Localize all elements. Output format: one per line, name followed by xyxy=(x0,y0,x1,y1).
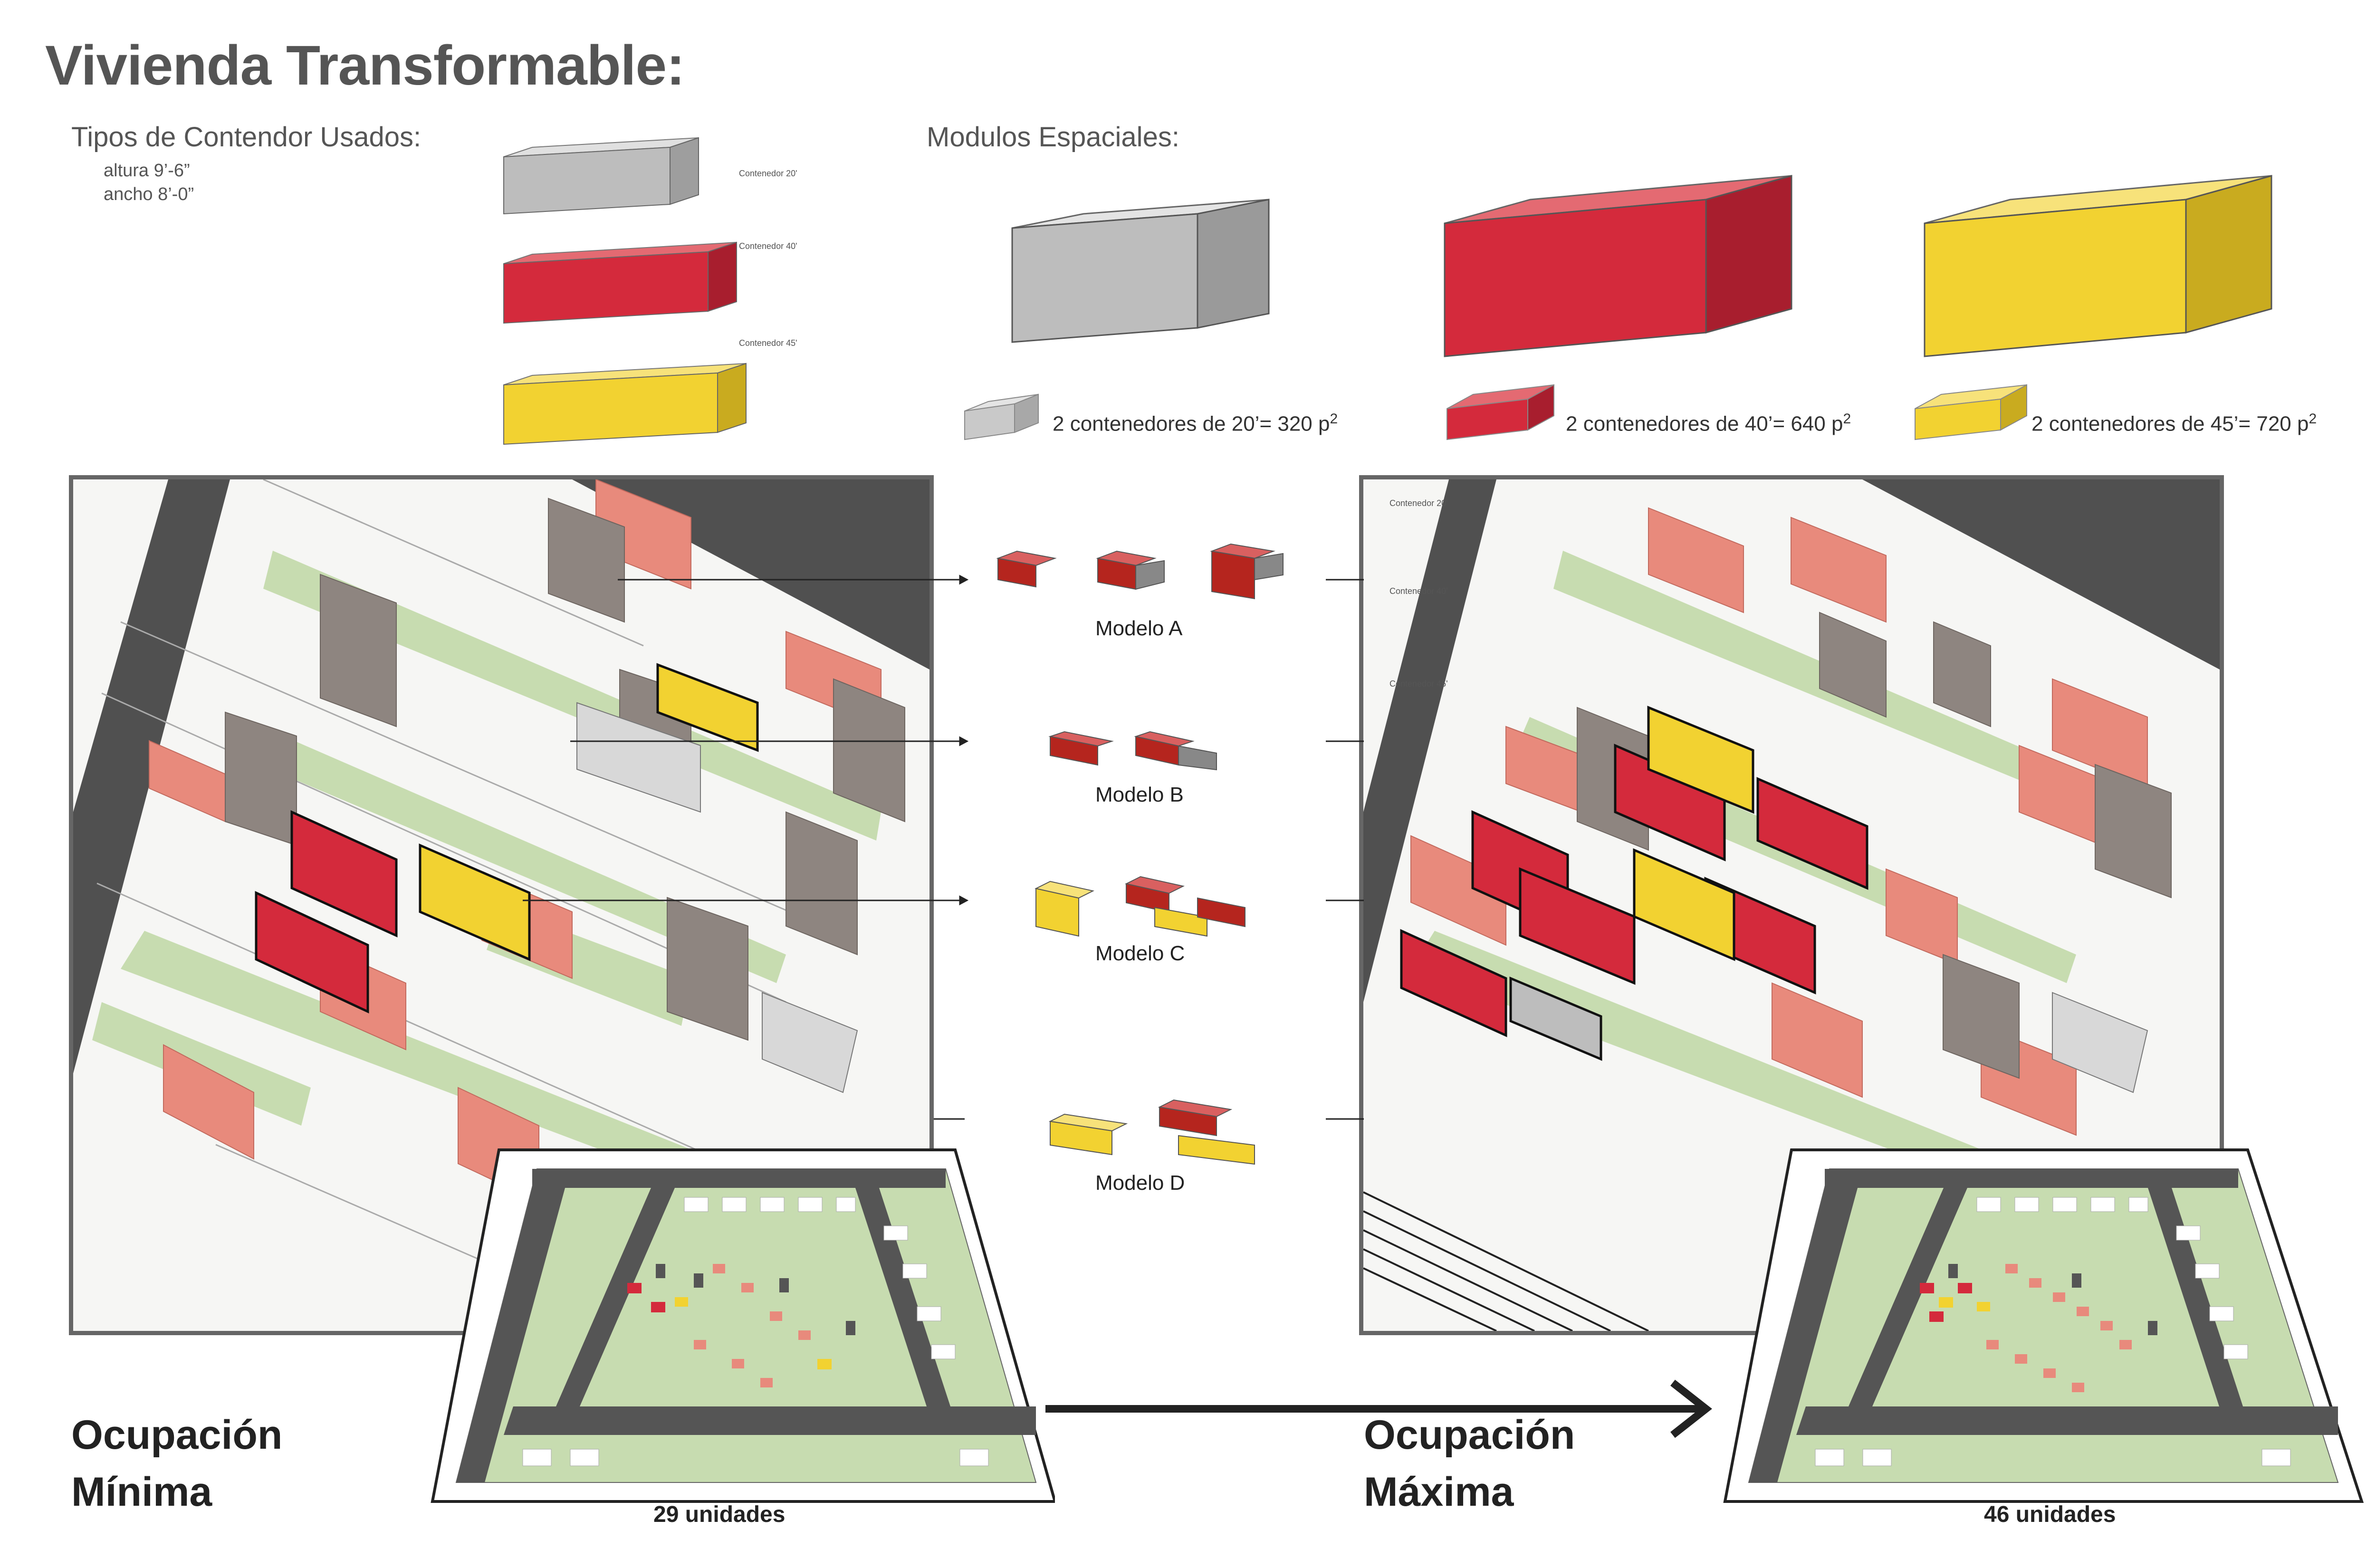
model-a-icon xyxy=(996,543,1284,600)
container-45-label: Contenedor 45' xyxy=(739,338,797,348)
container-20-label: Contenedor 20' xyxy=(739,169,797,178)
minimum-site-units xyxy=(627,1264,855,1387)
container-20-icon xyxy=(503,137,699,215)
modules-heading: Modulos Espaciales: xyxy=(927,122,1179,153)
model-b-icon xyxy=(1048,731,1217,771)
minimum-units-count: 29 unidades xyxy=(653,1502,786,1527)
model-d-icon xyxy=(1048,1099,1255,1165)
container-40-icon xyxy=(503,241,737,324)
model-a-label: Modelo A xyxy=(1095,617,1183,640)
maximum-occupation-title: Ocupación Máxima xyxy=(1364,1406,1575,1521)
module-45-illustration xyxy=(1924,175,2272,357)
container-height: altura 9’-6” xyxy=(104,161,190,181)
maximum-occupation-axonometric xyxy=(1363,479,2220,1331)
minimum-occupation-title: Ocupación Mínima xyxy=(71,1406,282,1521)
container-40-label: Contenedor 40' xyxy=(739,241,797,251)
maximum-site-units xyxy=(1920,1264,2157,1392)
container-45-icon xyxy=(503,363,747,445)
minimum-site-plan xyxy=(431,1148,1055,1503)
container-width: ancho 8’-0” xyxy=(104,184,194,204)
models-column xyxy=(996,543,1284,1165)
minimum-occupation-line1: Ocupación xyxy=(71,1412,283,1458)
model-c-label: Modelo C xyxy=(1095,942,1185,965)
model-d-label: Modelo D xyxy=(1095,1171,1185,1195)
module-20-caption: 2 contenedores de 20’= 320 p2 xyxy=(1053,411,1338,436)
module-20-illustration xyxy=(1011,199,1270,343)
maximum-units-count: 46 unidades xyxy=(1984,1502,2116,1527)
minimum-occupation-line2: Mínima xyxy=(71,1469,212,1515)
right-map-label-45: Contenedor 45' xyxy=(1389,679,1448,688)
model-b-label: Modelo B xyxy=(1095,783,1184,806)
module-40-caption: 2 contenedores de 40’= 640 p2 xyxy=(1566,411,1851,436)
module-45-mini-icon xyxy=(1915,384,2027,440)
maximum-occupation-line1: Ocupación xyxy=(1364,1412,1575,1458)
module-40-illustration xyxy=(1444,175,1792,357)
container-types-illustration xyxy=(503,137,747,445)
module-40-mini-icon xyxy=(1447,384,1554,440)
container-types-heading: Tipos de Contendor Usados: xyxy=(71,122,422,153)
maximum-site-plan xyxy=(1723,1148,2364,1503)
right-map-label-20: Contenedor 20' xyxy=(1389,498,1448,508)
model-c-icon xyxy=(1035,876,1245,937)
page-title: Vivienda Transformable: xyxy=(45,34,685,97)
maximum-occupation-line2: Máxima xyxy=(1364,1469,1514,1515)
transformation-arrow xyxy=(1045,1379,1712,1438)
right-map-label-40: Contenedor 40' xyxy=(1389,586,1448,596)
module-20-mini-icon xyxy=(964,393,1039,440)
module-45-caption: 2 contenedores de 45’= 720 p2 xyxy=(2031,411,2317,436)
